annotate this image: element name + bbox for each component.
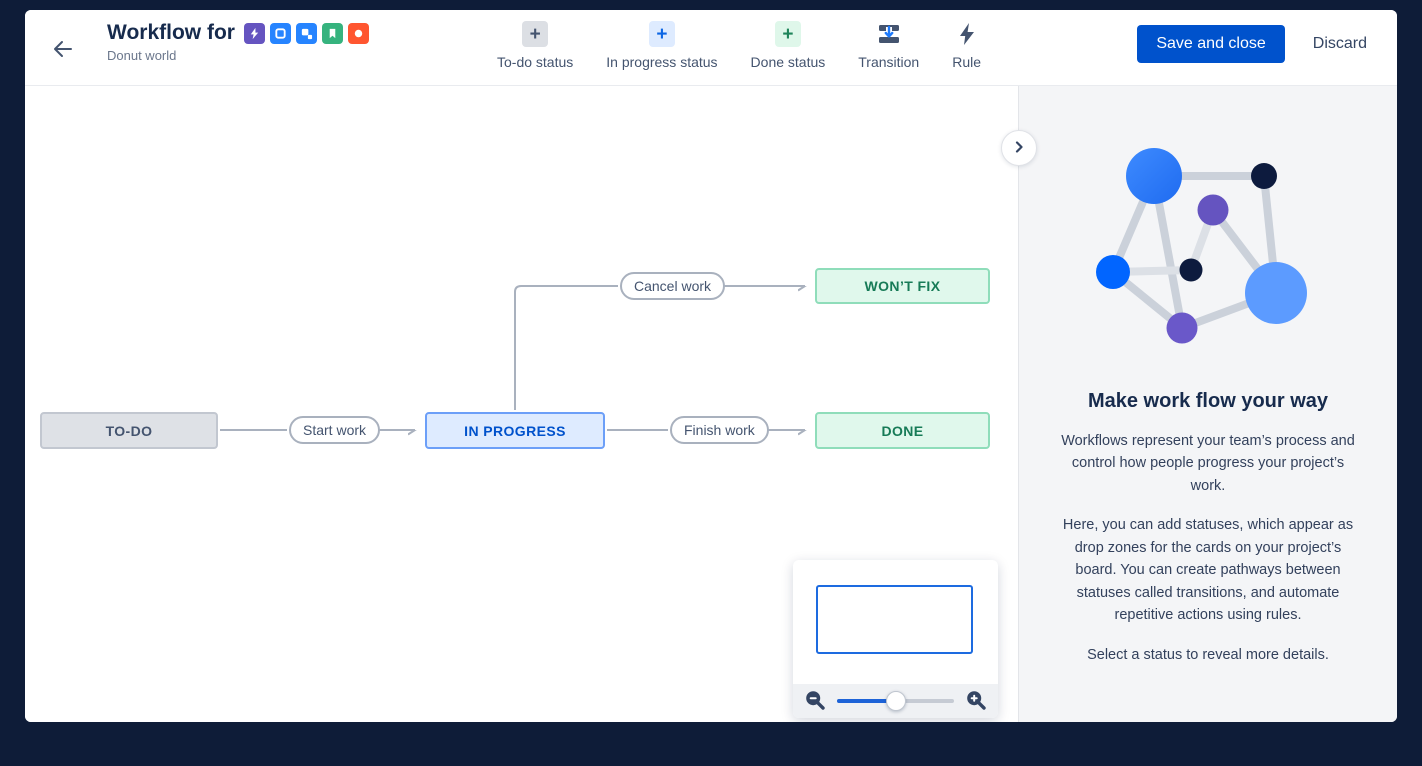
status-node-done[interactable]: DONE (815, 412, 990, 449)
transition-start-work[interactable]: Start work (289, 416, 381, 444)
add-rule-button[interactable]: Rule (952, 21, 981, 70)
minimap-viewport[interactable] (816, 585, 973, 654)
project-name: Donut world (107, 48, 177, 63)
panel-paragraph: Workflows represent your team’s process … (1061, 433, 1355, 494)
zoom-slider[interactable] (837, 691, 954, 711)
transition-cancel-work[interactable]: Cancel work (620, 272, 726, 300)
bug-icon (347, 22, 369, 44)
add-todo-status-button[interactable]: + To-do status (497, 21, 573, 70)
panel-paragraph: Here, you can add statuses, which appear… (1062, 517, 1354, 624)
subtask-icon (295, 22, 317, 44)
zoom-in-icon (966, 690, 986, 713)
header: Workflow for (25, 10, 1397, 86)
plus-icon: + (648, 21, 675, 47)
panel-paragraph: Select a status to reveal more details. (1087, 646, 1329, 663)
zoom-out-button[interactable] (804, 690, 826, 712)
status-node-in-progress[interactable]: IN PROGRESS (425, 412, 605, 449)
zoom-in-button[interactable] (965, 690, 987, 712)
info-panel: Make work flow your way Workflows repres… (1018, 86, 1397, 722)
plus-icon: + (522, 21, 549, 47)
save-and-close-button[interactable]: Save and close (1137, 25, 1285, 63)
back-arrow-icon (51, 37, 75, 64)
workflow-canvas[interactable]: TO-DO IN PROGRESS DONE WON’T FIX Start w… (25, 86, 1018, 722)
add-inprogress-status-button[interactable]: + In progress status (606, 21, 718, 70)
task-icon (269, 22, 291, 44)
minimap (793, 560, 998, 718)
plus-icon: + (774, 21, 801, 47)
editor-toolbar: + To-do status + In progress status + Do… (497, 21, 981, 70)
workflow-editor-window: Workflow for (25, 10, 1397, 722)
status-node-wont-fix[interactable]: WON’T FIX (815, 268, 990, 304)
panel-collapse-button[interactable] (1001, 130, 1037, 166)
discard-button[interactable]: Discard (1312, 35, 1367, 52)
epic-icon (243, 22, 265, 44)
header-actions: Save and close Discard (1137, 25, 1367, 63)
zoom-slider-thumb[interactable] (885, 691, 906, 711)
panel-heading: Make work flow your way (1087, 390, 1329, 412)
lightning-icon (954, 21, 980, 47)
page-title: Workflow for (107, 21, 235, 44)
issue-type-icons (243, 22, 369, 44)
transition-icon (876, 21, 902, 47)
transition-finish-work[interactable]: Finish work (670, 416, 769, 444)
zoom-slider-fill (837, 699, 896, 703)
story-icon (321, 22, 343, 44)
title-block: Workflow for (107, 21, 369, 63)
chevron-right-icon (1012, 140, 1026, 157)
add-done-status-button[interactable]: + Done status (751, 21, 825, 70)
add-transition-button[interactable]: Transition (858, 21, 919, 70)
zoom-out-icon (805, 690, 825, 713)
network-illustration (1019, 144, 1397, 364)
transition-connectors (220, 285, 1018, 722)
zoom-controls (793, 684, 998, 718)
status-node-todo[interactable]: TO-DO (40, 412, 218, 449)
back-button[interactable] (47, 34, 79, 66)
